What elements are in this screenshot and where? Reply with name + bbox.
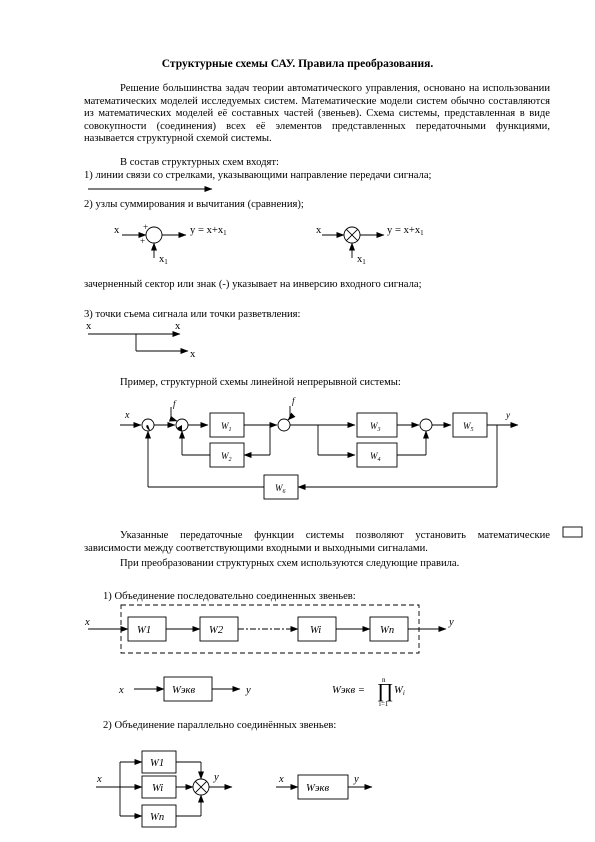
svg-text:+: + — [140, 236, 145, 246]
sum-x-label: x — [114, 225, 120, 236]
consists-line: В состав структурных схем входят: — [120, 157, 279, 168]
svg-text:x: x — [118, 685, 124, 696]
margin-box — [562, 526, 583, 538]
svg-text:x: x — [84, 617, 90, 628]
svg-text:x: x — [86, 321, 92, 332]
block-w1 — [209, 412, 245, 438]
svg-text:x1: x1 — [357, 254, 366, 266]
svg-text:Wi: Wi — [394, 685, 405, 697]
svg-text:y: y — [448, 617, 454, 628]
item-3-line: 3) точки съема сигнала или точки разветв… — [84, 309, 301, 320]
svg-text:f: f — [173, 399, 177, 409]
svg-text:x: x — [316, 225, 322, 236]
svg-text:Wi: Wi — [310, 625, 321, 636]
svg-text:W2: W2 — [209, 625, 224, 636]
equiv2-block — [297, 774, 349, 800]
svg-text:∏: ∏ — [377, 680, 393, 702]
rule-1-heading: 1) Объединение последовательно соединенн… — [103, 591, 356, 602]
svg-text:y: y — [353, 774, 359, 785]
item-1-line: 1) линии связи со стрелками, указывающим… — [84, 170, 432, 181]
svg-text:x: x — [124, 410, 130, 421]
svg-text:Wэкв: Wэкв — [306, 783, 329, 794]
svg-text:n: n — [382, 676, 386, 684]
svg-text:W2: W2 — [221, 451, 232, 463]
svg-text:y = x+x1: y = x+x1 — [387, 225, 424, 237]
svg-text:W1: W1 — [137, 625, 151, 636]
page-title: Структурные схемы САУ. Правила преобразо… — [161, 58, 434, 70]
inversion-sector — [146, 425, 151, 431]
summing-node — [145, 226, 163, 244]
svg-text:+: + — [143, 222, 148, 232]
equiv-block — [163, 676, 213, 702]
svg-text:y: y — [213, 772, 219, 783]
svg-text:Wi: Wi — [152, 783, 163, 794]
series-block-w1 — [127, 616, 167, 642]
svg-text:Wэкв =: Wэкв = — [332, 685, 365, 696]
svg-text:W5: W5 — [463, 421, 474, 433]
paragraph-2: Указанные передаточные функции системы п… — [84, 530, 550, 554]
svg-text:x: x — [190, 349, 196, 360]
example-node-4 — [419, 418, 433, 432]
svg-text:f: f — [292, 396, 296, 406]
svg-text:y: y — [245, 685, 251, 696]
svg-text:W3: W3 — [370, 421, 381, 433]
item-2-line: 2) узлы суммирования и вычитания (сравне… — [84, 199, 304, 210]
svg-text:Wэкв: Wэкв — [172, 685, 195, 696]
example-node-3 — [277, 418, 291, 432]
svg-text:x: x — [175, 321, 181, 332]
svg-text:x: x — [278, 774, 284, 785]
svg-text:y = x+x1: y = x+x1 — [190, 225, 227, 237]
svg-text:W4: W4 — [370, 451, 381, 463]
rule-2-heading: 2) Объединение параллельно соединённых з… — [103, 720, 337, 731]
intro-paragraph: Решение большинства задач теории автомат… — [84, 83, 550, 145]
series-block-wi — [297, 616, 337, 642]
paragraph-3: При преобразовании структурных схем испо… — [120, 558, 460, 569]
sector-note: зачерненный сектор или знак (-) указывае… — [84, 279, 422, 290]
series-block-wn — [369, 616, 409, 642]
svg-text:W1: W1 — [221, 421, 232, 433]
svg-text:x1: x1 — [159, 254, 168, 266]
svg-text:x: x — [96, 774, 102, 785]
block-w6 — [263, 474, 299, 500]
svg-text:Wn: Wn — [380, 625, 394, 636]
example-caption: Пример, структурной схемы линейной непре… — [120, 377, 401, 388]
svg-text:Wn: Wn — [150, 812, 164, 823]
svg-text:y: y — [505, 410, 510, 420]
block-w5 — [452, 412, 488, 438]
svg-text:i=1: i=1 — [379, 700, 389, 708]
svg-text:W6: W6 — [275, 483, 286, 495]
series-block-w2 — [199, 616, 239, 642]
svg-text:W1: W1 — [150, 758, 164, 769]
